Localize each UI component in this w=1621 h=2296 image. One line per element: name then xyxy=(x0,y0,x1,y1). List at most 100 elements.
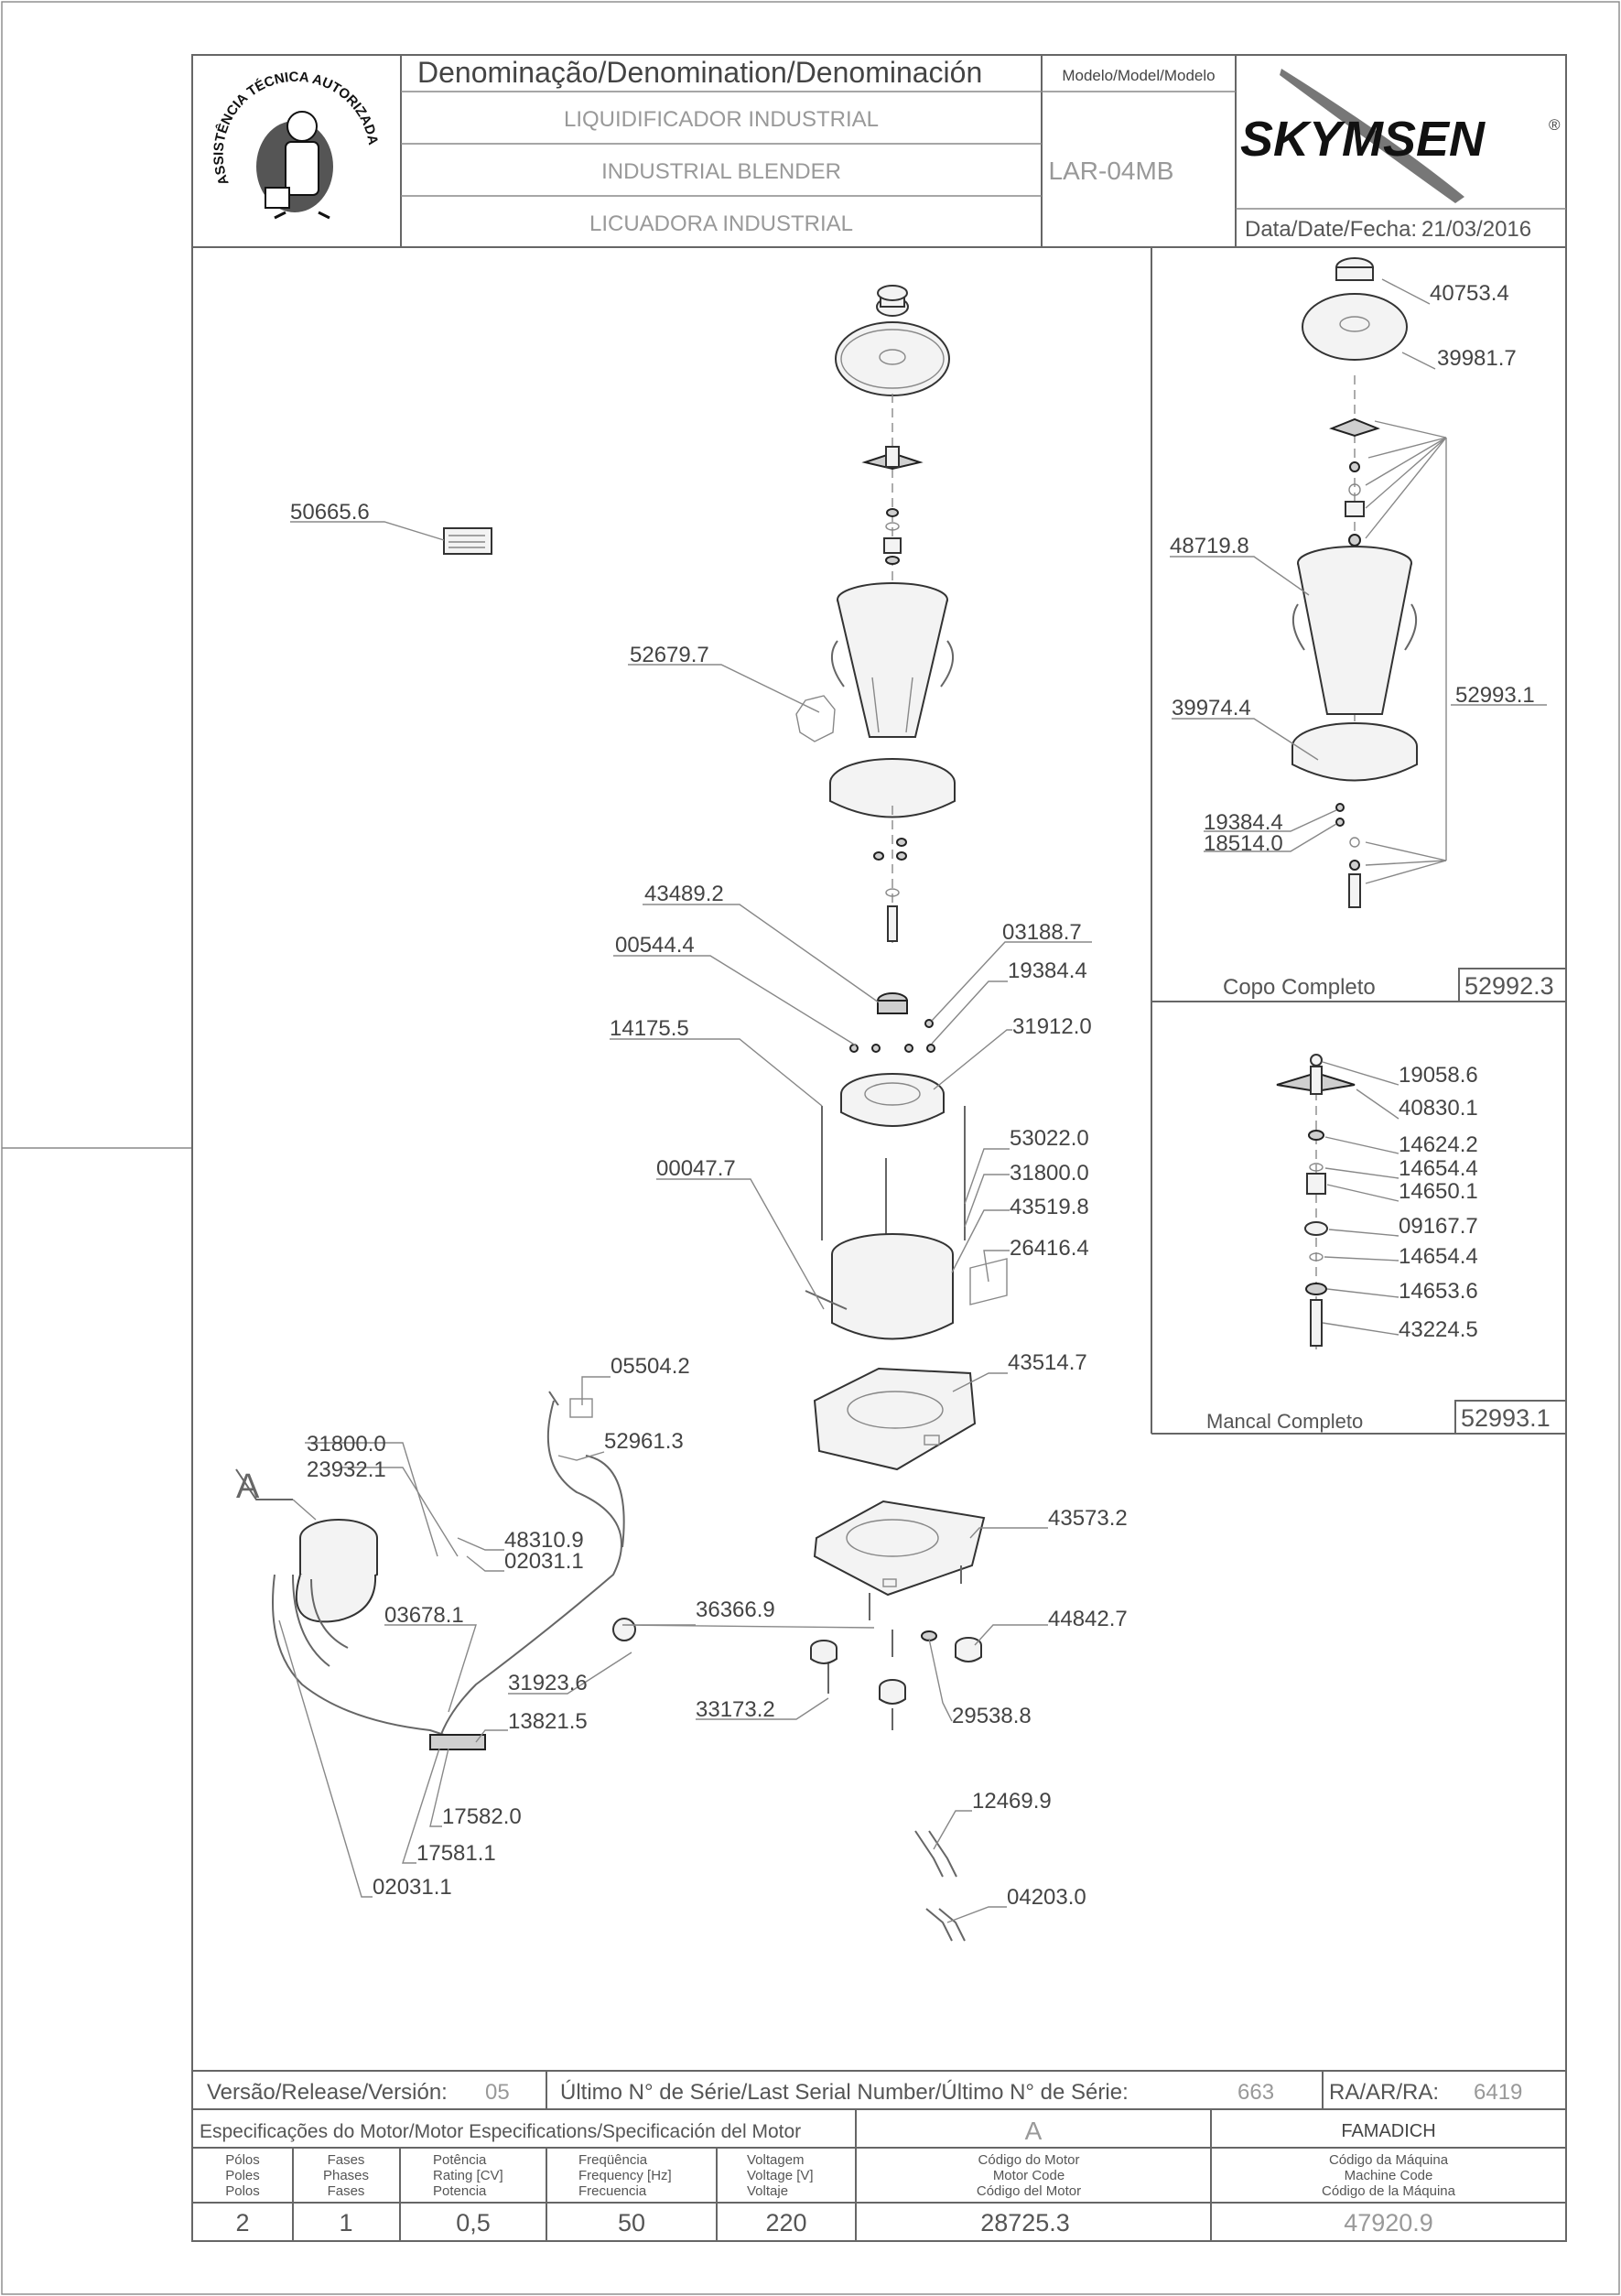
part-label: 18514.0 xyxy=(1204,831,1283,856)
svg-text:Voltaje: Voltaje xyxy=(747,2183,788,2199)
part-label: 14650.1 xyxy=(1399,1179,1478,1204)
warning-label-plate xyxy=(443,527,492,555)
part-label: 09167.7 xyxy=(1399,1214,1478,1239)
part-label: 43573.2 xyxy=(1048,1506,1128,1531)
svg-text:Voltagem: Voltagem xyxy=(747,2152,805,2168)
part-label: 43224.5 xyxy=(1399,1317,1478,1342)
svg-text:Freqüência: Freqüência xyxy=(578,2152,648,2168)
mancal-exploded-view xyxy=(1276,1054,1356,1355)
detail-a-marker: A xyxy=(235,1467,317,1521)
part-label: 43519.8 xyxy=(1010,1195,1089,1219)
part-label: 02031.1 xyxy=(504,1549,584,1574)
part-label: 26416.4 xyxy=(1010,1236,1089,1261)
part-label: 43489.2 xyxy=(644,882,724,906)
machine-base xyxy=(813,1367,977,1471)
main-exploded-view: A xyxy=(235,285,1008,1942)
part-label: 31800.0 xyxy=(1010,1161,1089,1186)
svg-text:Frequency [Hz]: Frequency [Hz] xyxy=(578,2168,672,2183)
ra-value: 6419 xyxy=(1474,2080,1522,2105)
part-label: 03188.7 xyxy=(1002,920,1082,945)
col-poles-header: Pólos Poles Polos xyxy=(225,2152,260,2199)
rating-value: 0,5 xyxy=(456,2209,491,2236)
copo-code-box xyxy=(1458,968,1567,1002)
mancal-title: Mancal Completo xyxy=(1206,1410,1363,1433)
name-pt: LIQUIDIFICADOR INDUSTRIAL xyxy=(564,107,879,132)
copo-leader-fan xyxy=(1365,420,1447,884)
part-label: 14624.2 xyxy=(1399,1132,1478,1157)
motor-spec-label: Especificações do Motor/Motor Especifica… xyxy=(200,2121,801,2142)
footer-spec-table: Versão/Release/Versión: 05 Último N° de … xyxy=(192,2070,1566,2241)
loose-wires xyxy=(914,1830,966,1942)
part-label: 19384.4 xyxy=(1008,958,1087,983)
part-label: 31912.0 xyxy=(1012,1014,1092,1039)
part-label: 17582.0 xyxy=(442,1804,522,1829)
svg-text:Código de la Máquina: Código de la Máquina xyxy=(1322,2183,1456,2199)
svg-text:Potência: Potência xyxy=(433,2152,487,2168)
part-label: 52993.1 xyxy=(1455,683,1535,708)
denomination-header: Denominação/Denomination/Denominación xyxy=(417,56,982,89)
mancal-leader-lines xyxy=(1322,1061,1399,1336)
svg-text:Frecuencia: Frecuencia xyxy=(578,2183,647,2199)
part-label: 14654.4 xyxy=(1399,1244,1478,1269)
part-label: 17581.1 xyxy=(416,1841,496,1866)
svg-text:Machine Code: Machine Code xyxy=(1345,2168,1433,2183)
part-label: 31800.0 xyxy=(307,1432,386,1457)
jar-base xyxy=(829,758,956,943)
part-label: 33173.2 xyxy=(696,1697,775,1722)
manufacturer: FAMADICH xyxy=(1341,2121,1435,2141)
brand-mark: ® xyxy=(1549,116,1561,134)
detail-a-label: A xyxy=(236,1467,260,1506)
part-label: 29538.8 xyxy=(952,1704,1032,1728)
motor-cover xyxy=(805,1233,1008,1340)
col-phases-header: Fases Phases Fases xyxy=(323,2152,369,2199)
part-label: 14175.5 xyxy=(610,1016,689,1041)
part-label: 50665.6 xyxy=(290,500,370,525)
date-label: Data/Date/Fecha: xyxy=(1245,217,1417,242)
col-motor-code-header: Código do Motor Motor Code Código del Mo… xyxy=(977,2152,1081,2199)
part-label: 36366.9 xyxy=(696,1597,775,1622)
svg-text:Voltage [V]: Voltage [V] xyxy=(747,2168,814,2183)
col-machine-code-header: Código da Máquina Machine Code Código de… xyxy=(1322,2152,1456,2199)
motor-variant: A xyxy=(1025,2117,1043,2145)
part-label: 52961.3 xyxy=(604,1429,684,1454)
motor-stator xyxy=(272,1519,486,1750)
date-value: 21/03/2016 xyxy=(1421,217,1531,242)
lid-assembly xyxy=(835,285,950,439)
name-en: INDUSTRIAL BLENDER xyxy=(601,159,841,184)
copo-leader-lines xyxy=(1170,278,1547,852)
brand-name: SKYMSEN xyxy=(1240,112,1486,167)
main-leader-lines xyxy=(278,521,1092,1923)
part-label: 12469.9 xyxy=(972,1789,1052,1814)
svg-text:Pólos: Pólos xyxy=(225,2152,260,2168)
copo-title: Copo Completo xyxy=(1223,975,1376,1000)
part-label: 03678.1 xyxy=(384,1603,464,1628)
part-label: 13821.5 xyxy=(508,1709,588,1734)
part-label: 39981.7 xyxy=(1437,346,1517,371)
svg-text:Potencia: Potencia xyxy=(433,2183,487,2199)
drawing-frame xyxy=(191,54,1567,2242)
model-header: Modelo/Model/Modelo xyxy=(1062,67,1215,84)
part-label: 00047.7 xyxy=(656,1156,736,1181)
part-label: 19384.4 xyxy=(1204,810,1283,835)
part-label: 02031.1 xyxy=(373,1875,452,1900)
part-label: 19058.6 xyxy=(1399,1063,1478,1088)
machine-code-value: 47920.9 xyxy=(1344,2209,1433,2236)
release-label: Versão/Release/Versión: xyxy=(207,2080,448,2105)
svg-text:Código del Motor: Código del Motor xyxy=(977,2183,1081,2199)
part-label: 14653.6 xyxy=(1399,1279,1478,1304)
svg-text:Código da Máquina: Código da Máquina xyxy=(1329,2152,1449,2168)
power-cable xyxy=(438,1391,636,1740)
part-label: 43514.7 xyxy=(1008,1350,1087,1375)
svg-text:Motor Code: Motor Code xyxy=(993,2168,1064,2183)
base-plate xyxy=(813,1500,986,1597)
model-value: LAR-04MB xyxy=(1049,157,1174,185)
phases-value: 1 xyxy=(339,2209,352,2236)
col-frequency-header: Freqüência Frequency [Hz] Frecuencia xyxy=(578,2152,672,2199)
voltage-value: 220 xyxy=(765,2209,806,2236)
col-voltage-header: Voltagem Voltage [V] Voltaje xyxy=(747,2152,814,2199)
svg-text:Rating [CV]: Rating [CV] xyxy=(433,2168,503,2183)
motor-code-value: 28725.3 xyxy=(980,2209,1070,2236)
copo-code: 52992.3 xyxy=(1464,972,1554,1000)
feet-and-screws xyxy=(810,1565,982,1730)
